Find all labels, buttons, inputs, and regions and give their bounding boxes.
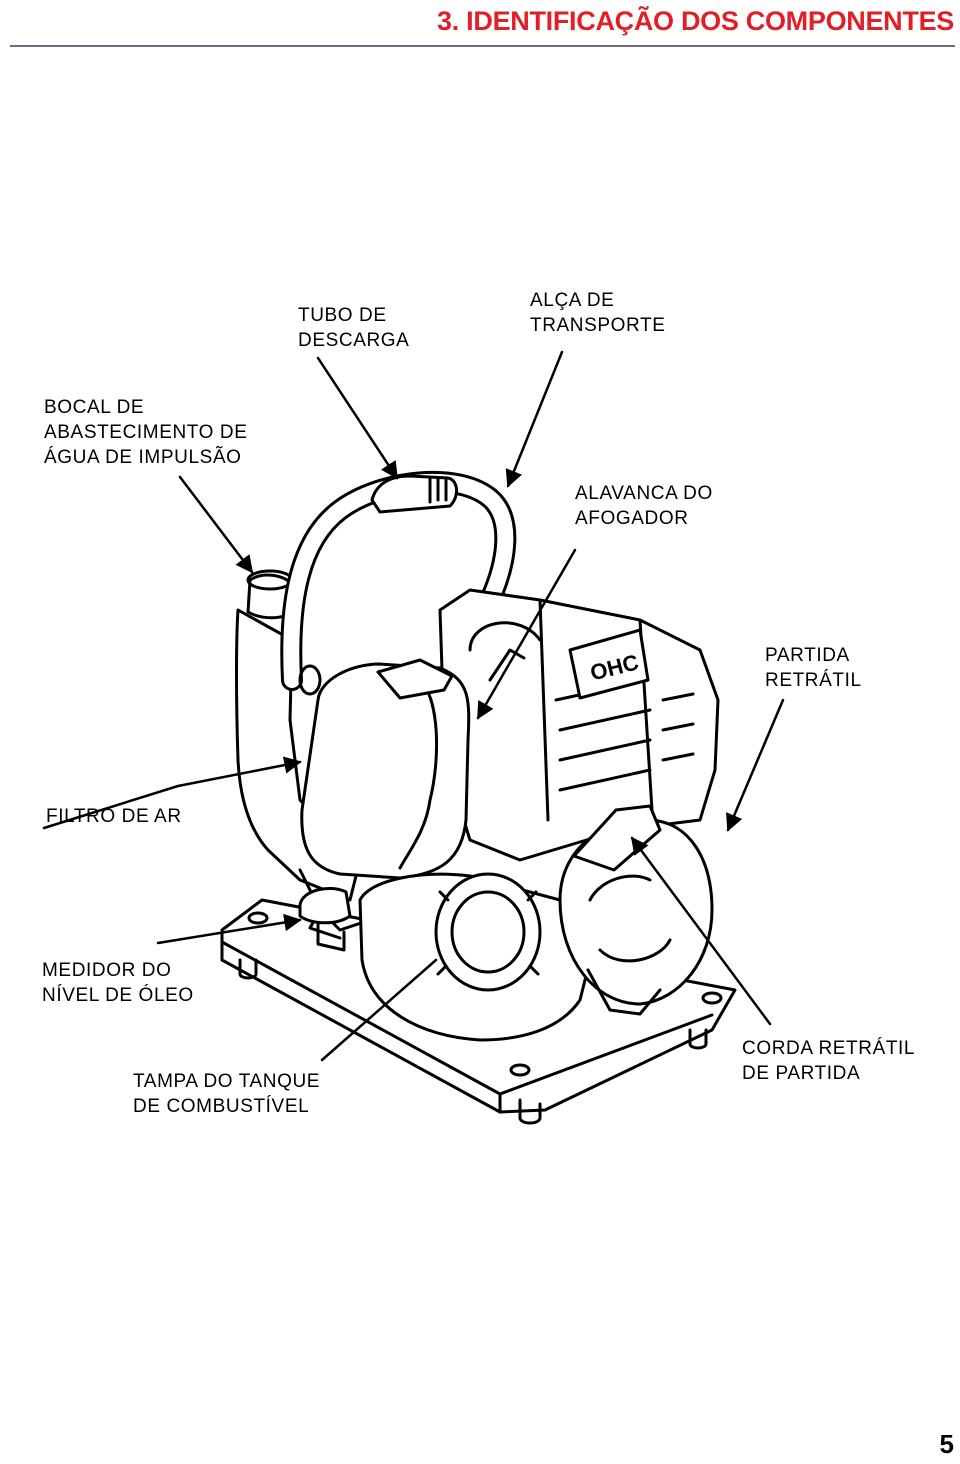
label-tubo-descarga: TUBO DE DESCARGA (298, 305, 410, 351)
label-corda: CORDA RETRÁTIL DE PARTIDA (742, 1038, 916, 1084)
label-alavanca: ALAVANCA DO AFOGADOR (575, 483, 713, 529)
engine-body: OHC (438, 588, 720, 862)
label-medidor: MEDIDOR DO NÍVEL DE ÓLEO (42, 960, 194, 1006)
label-bocal: BOCAL DE ABASTECIMENTO DE ÁGUA DE IMPULS… (44, 397, 248, 468)
label-tampa: TAMPA DO TANQUE DE COMBUSTÍVEL (133, 1071, 321, 1117)
leader-lines (42, 350, 785, 1062)
label-alca-transporte: ALÇA DE TRANSPORTE (530, 290, 666, 336)
recoil-starter (558, 804, 714, 1016)
fuel-tank (358, 872, 592, 1042)
oil-gauge (298, 887, 352, 952)
page-number: 5 (939, 1429, 954, 1459)
label-filtro: FILTRO DE AR (46, 806, 182, 827)
air-filter-cover (300, 658, 471, 880)
section-title: 3. IDENTIFICAÇÃO DOS COMPONENTES (437, 6, 954, 36)
label-partida: PARTIDA RETRÁTIL (765, 645, 862, 691)
pump-housing (235, 569, 372, 940)
starter-grip (572, 804, 662, 872)
discharge-tube (370, 474, 458, 514)
title-rule (10, 45, 955, 47)
choke-lever (488, 648, 526, 682)
